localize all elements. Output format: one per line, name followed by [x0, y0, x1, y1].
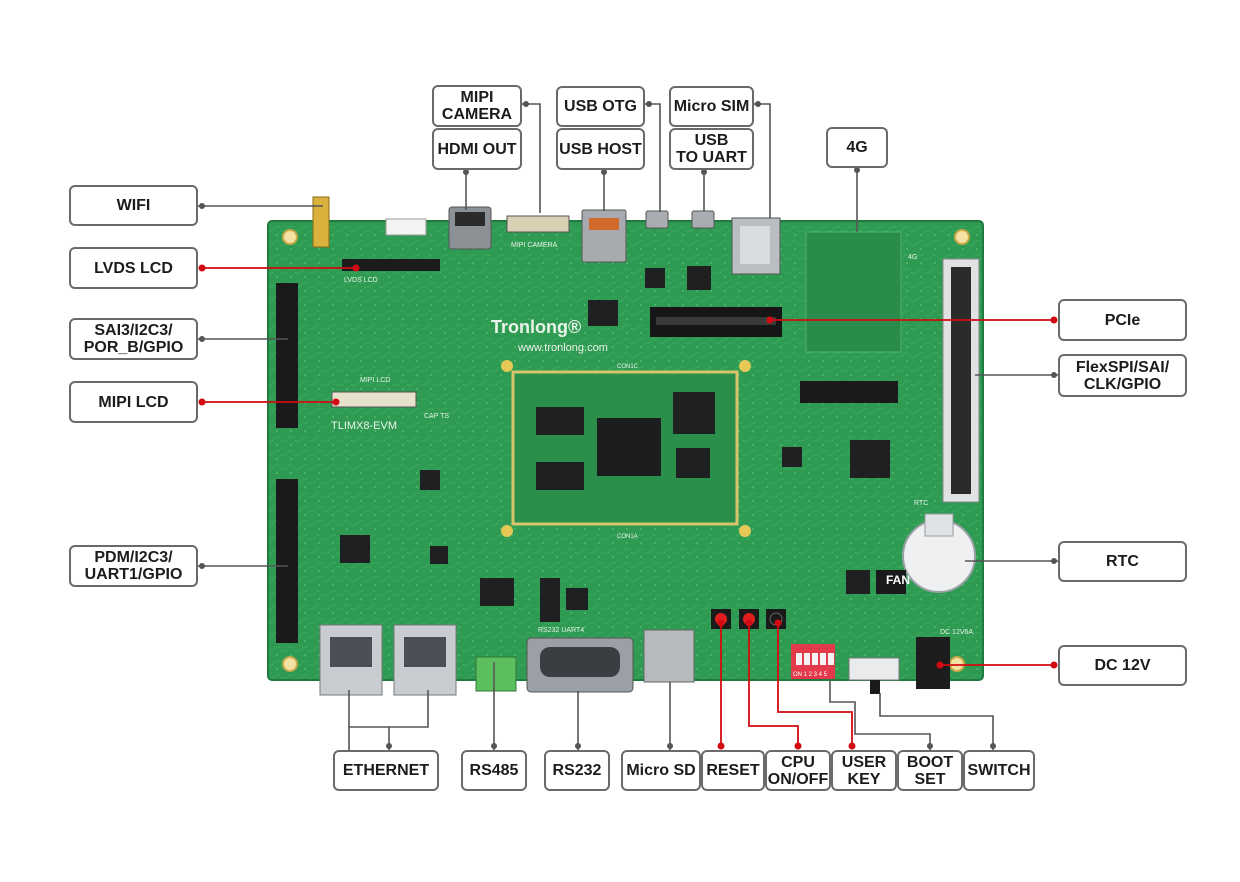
silk-fan: FAN [886, 573, 910, 587]
silk-dc: DC 12V6A [940, 629, 973, 636]
usb-otg-connector [645, 210, 669, 229]
callout-mipi-lcd: MIPI LCD [69, 381, 198, 423]
ddr-chip-1 [536, 407, 584, 435]
silk-rs232-uart4: RS232 UART4 [538, 627, 584, 634]
emmc-chip [673, 392, 715, 434]
pmic-chip [676, 448, 710, 478]
misc-ics [340, 266, 890, 622]
silk-brand: Tronlong® [491, 317, 581, 337]
leader-lines-red [202, 267, 1054, 746]
callout-reset: RESET [701, 750, 765, 791]
silk-lvds-lcd: LVDS LCD [344, 277, 378, 284]
leader-dots-gray [199, 101, 1057, 749]
usb-host-connector [581, 209, 627, 263]
lvds-header [342, 259, 440, 271]
leader-lines-gray [198, 103, 1058, 750]
callout-usb-otg: USB OTG [556, 86, 645, 127]
dc-jack [916, 637, 950, 689]
callout-user-key: USER KEY [831, 750, 897, 791]
callout-micro-sd: Micro SD [621, 750, 701, 791]
rs485-terminal [475, 656, 517, 692]
callout-lvds-lcd: LVDS LCD [69, 247, 198, 289]
micro-sd-socket [643, 629, 695, 683]
callout-switch: SWITCH [963, 750, 1035, 791]
callout-wifi: WIFI [69, 185, 198, 226]
pdm-header [276, 479, 298, 643]
white-header [385, 218, 427, 236]
cpu-chip [597, 418, 661, 476]
callout-pcie: PCIe [1058, 299, 1187, 341]
callout-rs485: RS485 [461, 750, 527, 791]
callout-dc-12v: DC 12V [1058, 645, 1187, 686]
silk-cap-ts: CAP TS [424, 413, 449, 420]
callout-hdmi-out: HDMI OUT [432, 128, 522, 170]
leader-dots-red [198, 264, 1058, 750]
silk-con1c: CON1C [617, 364, 639, 370]
ddr-chip-2 [536, 462, 584, 490]
callout-cpu-on-off: CPU ON/OFF [765, 750, 831, 791]
m2-slot [800, 381, 898, 403]
fan-header [876, 570, 906, 594]
usb-uart-connector [691, 210, 715, 229]
callout-micro-sim: Micro SIM [669, 86, 754, 127]
callout-rs232: RS232 [544, 750, 610, 791]
callout-usb-to-uart: USB TO UART [669, 128, 754, 170]
power-switch [848, 657, 900, 681]
silk-mipi-lcd: MIPI LCD [360, 377, 390, 384]
silk-4g: 4G [908, 254, 917, 261]
callout-4g: 4G [826, 127, 888, 168]
sai3-header [276, 283, 298, 428]
callout-rtc: RTC [1058, 541, 1187, 582]
silk-model: TLIMX8-EVM [331, 420, 397, 432]
callout-usb-host: USB HOST [556, 128, 645, 170]
callout-mipi-camera: MIPI CAMERA [432, 85, 522, 127]
silk-dip-labels: ON 1 2 3 4 5 [793, 672, 828, 678]
callout-flexspi-sai-clk-gpio: FlexSPI/SAI/ CLK/GPIO [1058, 354, 1187, 397]
callout-pdm-i2c3-uart1-gpio: PDM/I2C3/ UART1/GPIO [69, 545, 198, 587]
mipi-lcd-connector [331, 391, 417, 408]
silk-rtc: RTC [914, 500, 928, 507]
som-mounting-holes [501, 360, 751, 537]
callout-sai3-i2c3-por-b-gpio: SAI3/I2C3/ POR_B/GPIO [69, 318, 198, 360]
callout-boot-set: BOOT SET [897, 750, 963, 791]
silk-mipi-camera: MIPI CAMERA [511, 242, 558, 249]
wifi-antenna [312, 196, 330, 248]
4g-module-area [805, 231, 902, 353]
callout-ethernet: ETHERNET [333, 750, 439, 791]
silk-website: www.tronlong.com [517, 342, 608, 354]
silk-con1a: CON1A [617, 534, 638, 540]
mipi-camera-connector [506, 215, 570, 233]
